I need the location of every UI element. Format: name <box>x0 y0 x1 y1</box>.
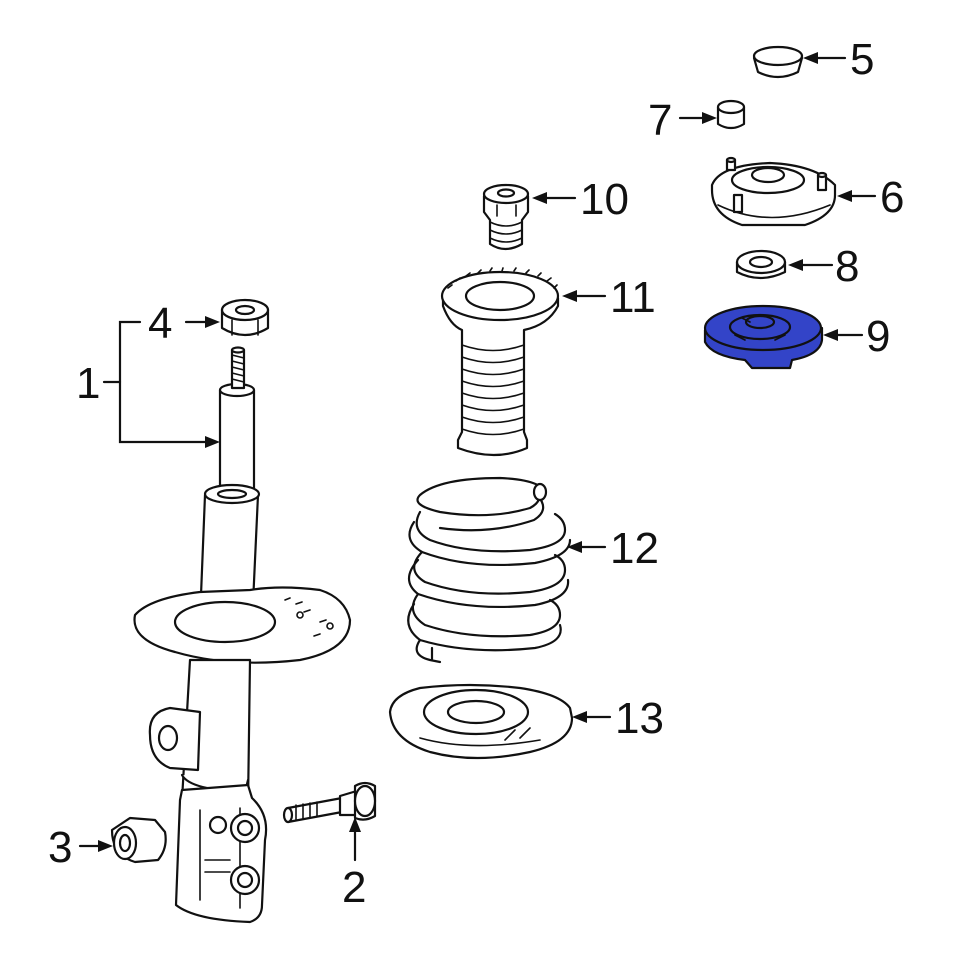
callout-8: 8 <box>835 242 859 291</box>
part-7-bushing[interactable] <box>716 99 746 130</box>
part-9-insulator[interactable] <box>703 304 824 370</box>
part-4-nut[interactable] <box>220 298 270 337</box>
part-1-strut[interactable] <box>133 346 352 924</box>
callout-numbers: 1 4 3 2 5 7 6 8 9 10 11 12 13 <box>48 35 904 912</box>
part-11-dust-boot[interactable] <box>440 267 560 457</box>
callout-5: 5 <box>850 35 874 84</box>
callout-6: 6 <box>880 173 904 222</box>
part-5-dust-cap[interactable] <box>752 45 804 79</box>
part-3-flange-nut[interactable] <box>110 816 167 864</box>
callout-11: 11 <box>610 273 656 322</box>
callout-4: 4 <box>148 299 172 348</box>
callout-9: 9 <box>866 312 890 361</box>
callout-13: 13 <box>615 694 664 743</box>
part-2-bolt[interactable] <box>282 781 377 824</box>
callout-leaders <box>78 52 877 862</box>
callout-7: 7 <box>648 96 672 145</box>
callout-10: 10 <box>580 175 629 224</box>
callout-3: 3 <box>48 823 72 872</box>
part-13-spring-seat[interactable] <box>388 683 574 760</box>
part-8-washer[interactable] <box>735 249 787 280</box>
callout-12: 12 <box>610 524 659 573</box>
callout-1: 1 <box>76 359 100 408</box>
part-10-bump-stop[interactable] <box>482 183 530 251</box>
callout-2: 2 <box>342 863 366 912</box>
part-6-strut-mount[interactable] <box>710 156 837 227</box>
part-12-coil-spring[interactable] <box>407 476 572 664</box>
